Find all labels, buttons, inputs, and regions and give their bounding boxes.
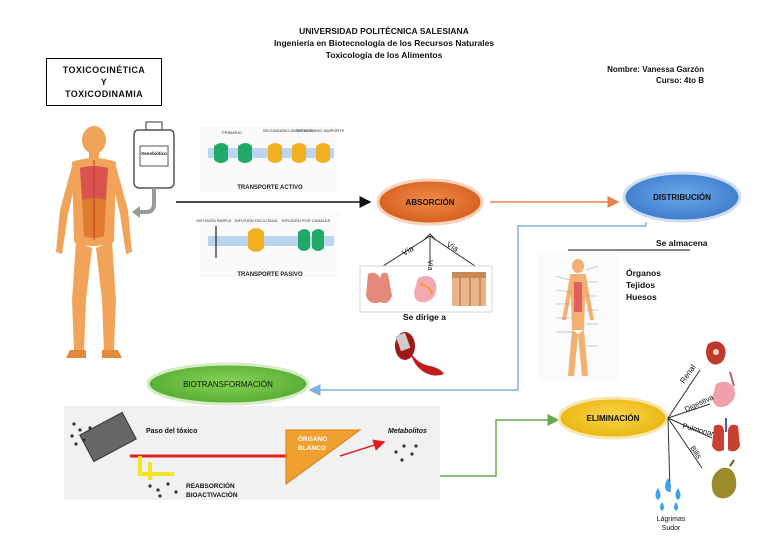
kidney-icon [706,341,726,365]
transport-passive-title: TRANSPORTE PASIVO [237,272,303,278]
arrow-distribucion-biotransformacion [308,222,647,396]
university-name: UNIVERSIDAD POLITÉCNICA SALESIANA [299,26,469,36]
node-absorcion-shape [376,178,484,226]
via-left-label: Vía [401,244,416,258]
student-course: Curso: 4to B [656,76,704,85]
subject-name: Toxicología de los Alimentos [325,50,443,60]
elimination-sweat-label: Sudor [661,525,681,532]
title-line-3: TOXICODINAMIA [64,89,144,99]
stored-place-organs: Órganos [626,268,661,278]
transport-active-label-3: SECUNDARIO SIMPORTE [296,128,345,133]
transport-active-title: TRANSPORTE ACTIVO [237,185,303,191]
node-eliminacion-shape [557,396,669,440]
biotransformation-illustration [64,406,440,500]
node-absorcion: ABSORCIÓN [405,197,455,207]
elimination-branches [667,369,713,493]
transport-illustration [200,126,340,278]
stored-place-tissues: Tejidos [626,280,656,290]
absorption-routes-bracket [359,233,493,313]
career-name: Ingeniería en Biotecnología de los Recur… [273,38,495,48]
transport-passive-label-1: DIFUSIÓN SIMPLE [197,218,232,223]
via-right-label: Vía [445,240,460,254]
water-drops-icon [655,478,681,511]
node-distribucion: DISTRIBUCIÓN [653,192,711,202]
node-eliminacion: ELIMINACIÓN [586,413,640,423]
elimination-route-bilis: Bilis [688,444,703,461]
via-middle-mark: Vía [426,260,433,271]
bottle-label: Xenobiótico [141,151,167,156]
elimination-route-digestiva: Digestiva [683,392,716,414]
transport-active-label-2: SECUNDARIO ANTIPORTE [263,128,314,133]
node-distribucion-shape [622,171,742,223]
bioactivation-label: BIOACTIVACIÓN [186,492,238,499]
title-box: TOXICOCINÉTICA Y TOXICODINAMIA [46,58,162,106]
elimination-route-renal: Renal [678,363,697,385]
student-name: Nombre: Vanessa Garzón [607,65,704,74]
stored-label: Se almacena [656,238,708,248]
digested-label: Se dirige a [403,312,446,322]
lungs-icon [712,418,740,452]
target-organ-label-1: ÓRGANO [298,436,328,443]
reabsorption-label: REABSORCIÓN [186,483,235,490]
blood-illustration [395,332,444,376]
transport-passive-label-3: DIFUSIÓN POR CANALES [282,218,331,223]
target-organ-label-2: BLANCO [298,445,326,452]
gallbladder-icon [711,459,737,499]
stomach-icon [712,371,735,407]
node-biotransformacion: BIOTRANSFORMACIÓN [183,379,273,389]
node-biotransformacion-shape [146,362,310,406]
transport-passive-label-2: DIFUSIÓN FACILITADA [235,218,278,223]
arrow-biotransformacion-eliminacion [440,414,560,477]
elimination-route-pulmonar: Pulmonar [681,421,715,438]
title-line-1: TOXICOCINÉTICA [62,65,146,75]
iv-bottle-illustration [132,121,175,218]
transport-active-label-1: PRIMARIO [222,130,242,135]
toxic-passage-label: Paso del tóxico [146,428,198,435]
elimination-tears-label: Lágrimas [656,516,686,523]
human-anatomy-illustration [56,126,132,358]
title-line-2: Y [100,77,108,87]
stored-place-bones: Huesos [626,292,657,302]
distribution-body-map [538,254,618,382]
metabolites-label: Metabolitos [388,428,427,435]
